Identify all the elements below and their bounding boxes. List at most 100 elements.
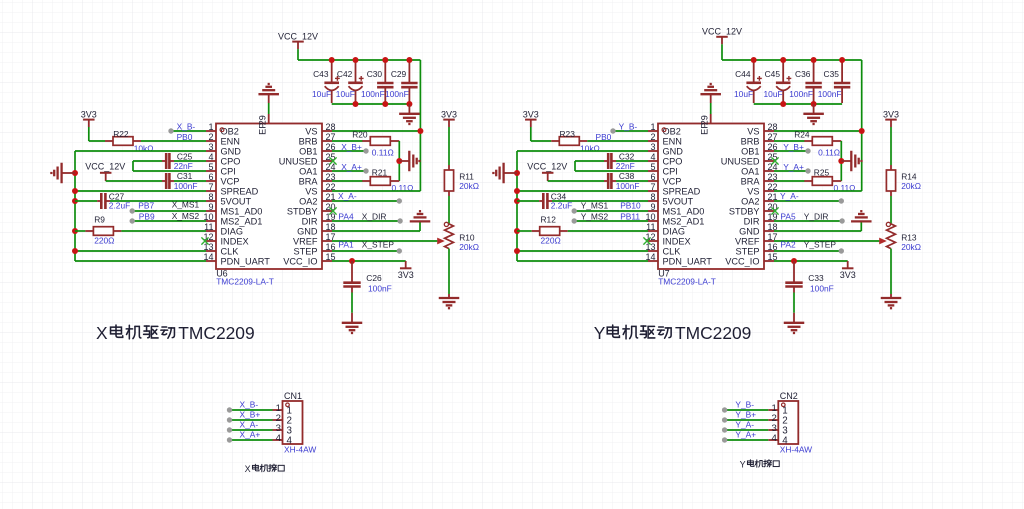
- svg-text:22: 22: [768, 182, 778, 192]
- svg-text:22nF: 22nF: [174, 161, 193, 171]
- svg-text:5: 5: [208, 162, 213, 172]
- svg-text:29: 29: [700, 115, 710, 125]
- svg-text:9: 9: [208, 202, 213, 212]
- svg-text:6: 6: [208, 172, 213, 182]
- svg-text:15: 15: [326, 252, 336, 262]
- svg-text:VCC_IO: VCC_IO: [725, 256, 759, 266]
- svg-text:Y_A+: Y_A+: [783, 162, 804, 172]
- svg-text:27: 27: [326, 132, 336, 142]
- svg-text:PB11: PB11: [620, 211, 640, 221]
- svg-text:VCP: VCP: [663, 176, 682, 186]
- svg-text:18: 18: [326, 222, 336, 232]
- svg-text:R9: R9: [94, 215, 105, 225]
- svg-text:X_B+: X_B+: [341, 142, 362, 152]
- svg-text:ENN: ENN: [663, 136, 682, 146]
- svg-text:U7: U7: [658, 269, 670, 279]
- svg-text:25: 25: [768, 152, 778, 162]
- svg-text:20: 20: [768, 202, 778, 212]
- svg-text:X_A-: X_A-: [338, 191, 357, 201]
- svg-text:7: 7: [208, 182, 213, 192]
- svg-text:10uF: 10uF: [312, 89, 331, 99]
- svg-text:VS: VS: [305, 186, 317, 196]
- svg-text:4: 4: [771, 433, 777, 444]
- svg-text:Y_MS1: Y_MS1: [581, 200, 609, 210]
- svg-text:0.11Ω: 0.11Ω: [834, 183, 856, 193]
- svg-text:0.11Ω: 0.11Ω: [392, 183, 414, 193]
- svg-text:C43: C43: [313, 69, 329, 79]
- svg-text:PA2: PA2: [780, 240, 796, 250]
- svg-text:DIAG: DIAG: [663, 226, 685, 236]
- svg-text:25: 25: [326, 152, 336, 162]
- svg-text:BRA: BRA: [299, 176, 319, 186]
- svg-text:XH-4AW: XH-4AW: [780, 444, 812, 454]
- svg-text:29: 29: [258, 115, 268, 125]
- svg-text:1: 1: [782, 406, 787, 417]
- svg-text:R23: R23: [560, 129, 576, 139]
- svg-text:R20: R20: [352, 130, 368, 140]
- svg-text:MS1_AD0: MS1_AD0: [663, 206, 705, 216]
- svg-text:23: 23: [326, 172, 336, 182]
- svg-text:CN2: CN2: [780, 391, 798, 401]
- svg-text:R21: R21: [372, 168, 388, 178]
- svg-text:16: 16: [326, 242, 336, 252]
- svg-text:R10: R10: [459, 232, 475, 242]
- svg-text:C26: C26: [366, 273, 382, 283]
- svg-text:PB9: PB9: [139, 211, 155, 221]
- svg-text:20kΩ: 20kΩ: [459, 181, 479, 191]
- svg-text:UNUSED: UNUSED: [721, 156, 760, 166]
- svg-text:OB1: OB1: [299, 146, 317, 156]
- svg-text:3V3: 3V3: [398, 270, 414, 280]
- svg-text:Y_B-: Y_B-: [619, 121, 638, 131]
- svg-text:14: 14: [645, 252, 655, 262]
- svg-text:4: 4: [287, 436, 293, 447]
- svg-text:19: 19: [768, 212, 778, 222]
- svg-text:R25: R25: [814, 168, 830, 178]
- svg-text:3V3: 3V3: [523, 109, 539, 119]
- svg-text:4: 4: [650, 152, 655, 162]
- svg-text:OA1: OA1: [299, 166, 317, 176]
- svg-text:MS2_AD1: MS2_AD1: [221, 216, 263, 226]
- svg-text:INDEX: INDEX: [221, 236, 249, 246]
- svg-text:PA5: PA5: [780, 211, 796, 221]
- svg-text:OA2: OA2: [299, 196, 317, 206]
- svg-text:9: 9: [650, 202, 655, 212]
- svg-text:100nF: 100nF: [368, 283, 392, 293]
- svg-text:GND: GND: [663, 146, 684, 156]
- svg-text:X_B-: X_B-: [177, 121, 196, 131]
- svg-text:X_MS1: X_MS1: [172, 200, 200, 210]
- svg-text:1: 1: [276, 403, 281, 414]
- svg-text:4: 4: [208, 152, 213, 162]
- svg-text:Y_A-: Y_A-: [780, 191, 799, 201]
- svg-text:Y: Y: [594, 323, 606, 343]
- svg-text:12: 12: [645, 232, 655, 242]
- svg-text:DIR: DIR: [302, 216, 318, 226]
- svg-text:C31: C31: [177, 171, 193, 181]
- svg-text:100nF: 100nF: [789, 89, 813, 99]
- svg-text:C34: C34: [551, 192, 567, 202]
- svg-text:18: 18: [768, 222, 778, 232]
- svg-text:XH-4AW: XH-4AW: [284, 444, 316, 454]
- svg-text:3: 3: [208, 142, 213, 152]
- svg-text:R13: R13: [901, 232, 917, 242]
- svg-text:Y_STEP: Y_STEP: [804, 240, 837, 250]
- svg-text:10uF: 10uF: [734, 89, 753, 99]
- svg-text:4: 4: [276, 433, 282, 444]
- svg-text:STDBY: STDBY: [729, 206, 760, 216]
- svg-text:C45: C45: [765, 69, 781, 79]
- svg-text:R14: R14: [901, 171, 917, 181]
- svg-text:Y_A-: Y_A-: [735, 419, 754, 429]
- svg-text:PB10: PB10: [620, 200, 641, 210]
- svg-text:C29: C29: [391, 69, 407, 79]
- svg-text:C44: C44: [735, 69, 751, 79]
- svg-text:Y_B-: Y_B-: [735, 399, 754, 409]
- svg-text:X_STEP: X_STEP: [362, 240, 395, 250]
- svg-text:BRA: BRA: [741, 176, 761, 186]
- svg-text:8: 8: [208, 192, 213, 202]
- svg-text:SPREAD: SPREAD: [663, 186, 701, 196]
- svg-text:OB2: OB2: [221, 126, 239, 136]
- svg-text:3V3: 3V3: [840, 270, 856, 280]
- svg-text:CLK: CLK: [221, 246, 240, 256]
- svg-text:2: 2: [287, 416, 292, 427]
- svg-text:CPI: CPI: [221, 166, 236, 176]
- svg-text:PA4: PA4: [338, 211, 354, 221]
